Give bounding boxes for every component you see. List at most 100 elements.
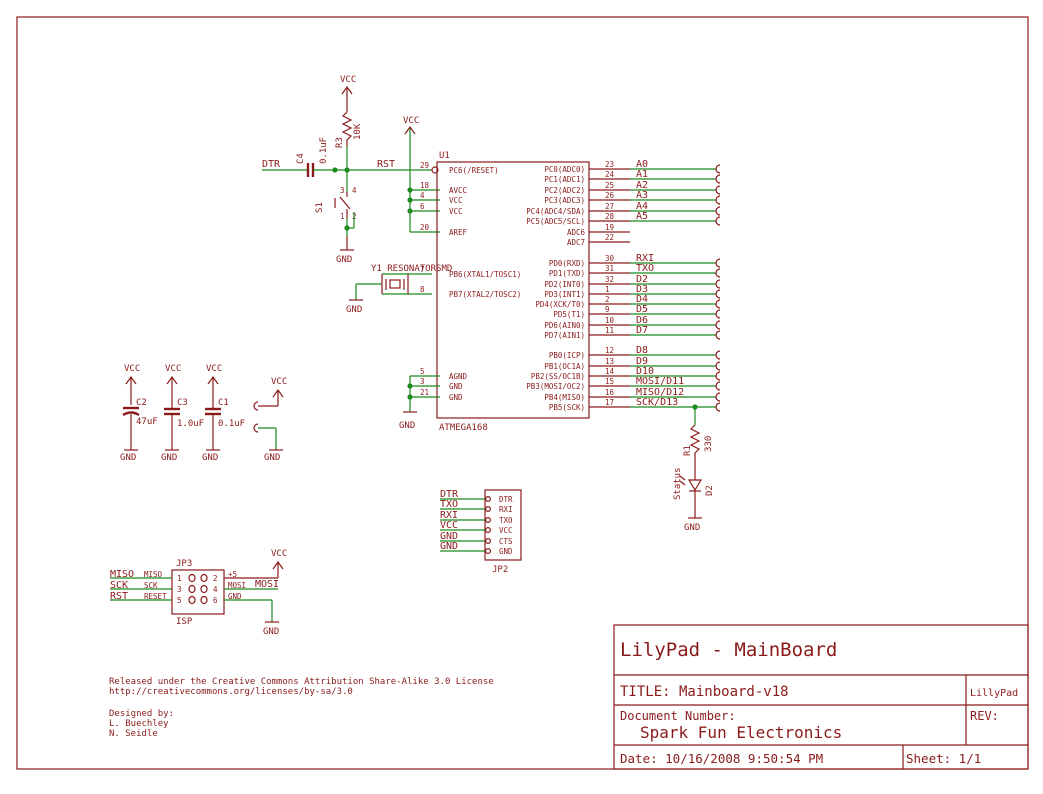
mcu-pin-name: PC0(ADC0) [544,165,585,174]
jp3-pin-number: 2 [213,574,218,583]
mcu-pin-number: 11 [605,326,614,335]
c2-name: C2 [136,398,147,408]
mcu-pin-number: 14 [605,367,615,376]
r3-value: 10K [353,123,363,140]
project-title: LilyPad - MainBoard [620,639,837,661]
drawing-title: TITLE: Mainboard-v18 [620,684,789,700]
mcu-gnd: GND [399,375,440,431]
net-port [715,195,721,205]
c4-name: C4 [296,153,306,164]
resonator-y1: Y1 RESONATORSMD GND [346,264,452,315]
license-line-1: Released under the Creative Commons Attr… [109,677,494,687]
svg-text:4: 4 [352,186,357,195]
mcu-pin-name: PC5(ADC5/SCL) [526,217,585,226]
led-label: Status [673,467,683,500]
jp3-pin-name: RESET [144,592,167,601]
net-port [715,289,721,299]
c1-value: 0.1uF [218,419,245,429]
cap-c2: VCC C2 47uF GND [120,364,158,463]
net-port [715,392,721,402]
resonator-label: Y1 RESONATORSMD [371,264,452,274]
svg-text:VCC: VCC [165,364,181,374]
mcu-gnd-label: GND [399,421,415,431]
mcu-pin-name: PB2(SS/OC1B) [531,372,585,381]
net-label: A5 [636,211,648,222]
net-label: MISO/D12 [636,387,684,398]
mcu-pin-number: 5 [420,367,425,376]
jp2-pin-name: RXI [499,505,513,514]
mcu-body [436,161,590,419]
jp2-pin-name: VCC [499,526,513,535]
mcu-pin-name: GND [449,382,463,391]
mcu-pin-number: 10 [605,316,615,325]
mcu-pin-name: PC3(ADC3) [544,196,585,205]
mcu-pin-number: 16 [605,388,615,397]
jp2-pin-name: GND [499,547,513,556]
mcu-pin-number: 30 [605,254,615,263]
mcu-pin-name: PB3(MOSI/OC2) [526,382,585,391]
net-label: D2 [636,274,648,285]
jp2-net-label: RXI [440,510,458,521]
net-port [715,185,721,195]
net-port [715,299,721,309]
mcu-pin-number: 24 [605,170,615,179]
net-port [715,309,721,319]
mcu-pin-name: PD1(TXD) [549,269,585,278]
net-label: D5 [636,304,648,315]
net-port [715,258,721,268]
r1-name: R1 [683,445,693,456]
net-port [715,402,721,412]
svg-text:VCC: VCC [271,549,287,559]
jp3-pin-name: SCK [144,581,158,590]
resonator-gnd: GND [346,305,362,315]
net-port [715,206,721,216]
date-field: Date: 10/16/2008 9:50:54 PM [620,751,823,766]
mcu-pin-number: 8 [420,285,425,294]
svg-text:GND: GND [202,453,218,463]
mcu-pin-number: 12 [605,346,614,355]
mcu-pin-name: ADC7 [567,238,585,247]
mcu-pin-number: 19 [605,223,614,232]
mcu-pin-name: PC2(ADC2) [544,186,585,195]
svg-text:GND: GND [684,523,700,533]
mcu-pin-name: ADC6 [567,228,586,237]
mcu-pin-number: 6 [420,202,425,211]
resistor-r3 [341,111,353,146]
mcu-pin-name: PB5(SCK) [549,403,585,412]
jp3-pin-number: 4 [213,585,218,594]
net-label: TXO [636,263,654,274]
mcu-pin-name: VCC [449,196,463,205]
power-input: VCC GND [253,377,287,463]
mcu-pin-name: PD0(RXD) [549,259,585,268]
mcu-pin-name: AVCC [449,186,467,195]
net-label: A1 [636,169,648,180]
net-label: A3 [636,190,648,201]
net-port [715,216,721,226]
mcu-part: ATMEGA168 [439,423,488,433]
jp3-label: ISP [176,617,193,627]
mcu-pin-name: PD6(AIN0) [544,321,585,330]
document-number: Spark Fun Electronics [640,723,842,742]
jp3-net-label: MISO [110,569,134,580]
jp2-net-label: DTR [440,489,459,500]
license-line-2: http://creativecommons.org/licenses/by-s… [109,687,353,697]
net-label: A4 [636,201,648,212]
jp3-net-label: SCK [110,580,128,591]
vcc-label-u1: VCC [403,116,419,126]
net-port [715,350,721,360]
sheet-frame [16,16,1029,770]
net-label: D7 [636,325,648,336]
credits-heading: Designed by: [109,709,174,719]
mcu-pin-number: 3 [420,377,425,386]
mcu-pin-number: 2 [605,295,610,304]
mcu-pin-number: 28 [605,212,615,221]
c2-value: 47uF [136,417,158,427]
mcu-pin-number: 27 [605,202,614,211]
mcu-pin-number: 1 [605,285,610,294]
mcu-pin-name: AGND [449,372,468,381]
mcu-pin-name: PC4(ADC4/SDA) [526,207,585,216]
jp3-pin-name: GND [228,592,242,601]
mcu-pin-name: PD5(T1) [553,310,585,319]
net-label: MOSI/D11 [636,376,684,387]
